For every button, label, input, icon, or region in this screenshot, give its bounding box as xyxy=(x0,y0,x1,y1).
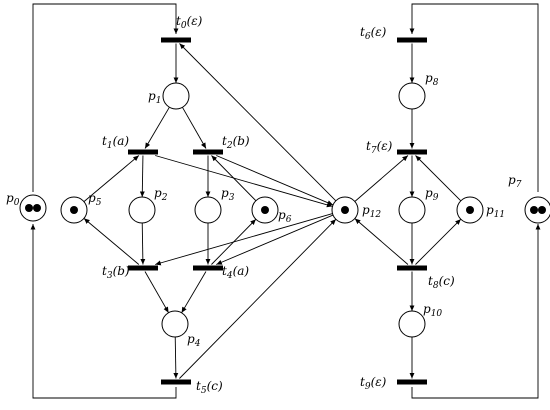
transition-label-t9: t9(ε) xyxy=(360,375,387,392)
place-label-p4: p4 xyxy=(187,332,201,349)
place-label-p1: p1 xyxy=(148,89,161,106)
place-p4 xyxy=(161,310,189,338)
arc-t8-p12 xyxy=(354,218,409,265)
arc-p11-t7 xyxy=(415,155,462,202)
arc-p1-t2 xyxy=(182,107,207,149)
place-p3 xyxy=(194,196,222,224)
arc-p5-t1 xyxy=(83,155,140,202)
transition-t7 xyxy=(397,149,427,155)
arc-p12-t3 xyxy=(155,213,333,266)
transition-t9 xyxy=(397,379,427,385)
transition-label-t3: t3(b) xyxy=(102,264,130,281)
arc-p1-t1 xyxy=(144,106,170,149)
arc-t1-p12 xyxy=(155,155,333,208)
arc-p12-t7 xyxy=(354,155,409,202)
token-p7-a xyxy=(530,206,538,214)
arc-t3-p4 xyxy=(144,271,169,313)
place-p1 xyxy=(162,82,190,110)
place-p2 xyxy=(128,196,156,224)
arc-t4-p4 xyxy=(181,271,207,314)
place-label-p12: p12 xyxy=(362,203,381,220)
transition-t6 xyxy=(397,37,427,43)
place-label-p5: p5 xyxy=(88,191,102,208)
place-label-p2: p2 xyxy=(154,186,168,203)
place-label-p0: p0 xyxy=(6,191,20,208)
transition-label-t8: t8(c) xyxy=(428,274,455,291)
transition-label-t5: t5(c) xyxy=(196,379,223,396)
transition-t3 xyxy=(128,265,158,271)
place-p8 xyxy=(398,82,426,110)
token-p0-a xyxy=(25,204,33,212)
place-p9 xyxy=(398,196,426,224)
transition-t4 xyxy=(193,265,223,271)
place-label-p3: p3 xyxy=(221,186,235,203)
token-p5 xyxy=(70,206,78,214)
transition-label-t0: t0(ε) xyxy=(176,14,203,31)
transition-t1 xyxy=(128,149,158,155)
arc-t1-p2 xyxy=(139,155,145,198)
place-label-p11: p11 xyxy=(486,203,505,220)
arc-p4-t5 xyxy=(173,336,179,379)
transition-label-t7: t7(ε) xyxy=(366,139,393,156)
arc-p12-t4 xyxy=(216,214,334,265)
transition-t0 xyxy=(161,37,191,43)
place-label-p9: p9 xyxy=(425,186,439,203)
transition-label-t2: t2(b) xyxy=(222,134,250,151)
transition-label-t4: t4(a) xyxy=(222,264,249,281)
transition-label-t1: t1(a) xyxy=(102,134,129,151)
transition-t2 xyxy=(193,149,223,155)
token-p0-b xyxy=(33,204,41,212)
transition-label-t6: t6(ε) xyxy=(360,25,387,42)
arc-t9-p7 xyxy=(411,224,541,399)
transition-t5 xyxy=(161,379,191,385)
arc-p7-t6 xyxy=(409,3,539,192)
place-p10 xyxy=(398,310,426,338)
arc-t8-p11 xyxy=(415,218,462,265)
arc-t5-p12 xyxy=(179,218,337,379)
arc-p2-t3 xyxy=(140,222,146,265)
place-label-p8: p8 xyxy=(425,71,439,88)
arc-p0-t0 xyxy=(32,3,179,192)
token-p7-b xyxy=(538,206,546,214)
token-p6 xyxy=(261,206,269,214)
token-p12 xyxy=(341,206,349,214)
arc-t5-p0 xyxy=(30,224,177,399)
transition-t8 xyxy=(397,265,427,271)
place-label-p7: p7 xyxy=(508,173,522,190)
token-p11 xyxy=(466,206,474,214)
arc-p12-t0 xyxy=(179,43,337,202)
arc-t2-p12 xyxy=(216,155,334,206)
place-label-p10: p10 xyxy=(423,302,442,319)
arc-t3-p5 xyxy=(83,218,140,265)
place-label-p6: p6 xyxy=(278,208,292,225)
